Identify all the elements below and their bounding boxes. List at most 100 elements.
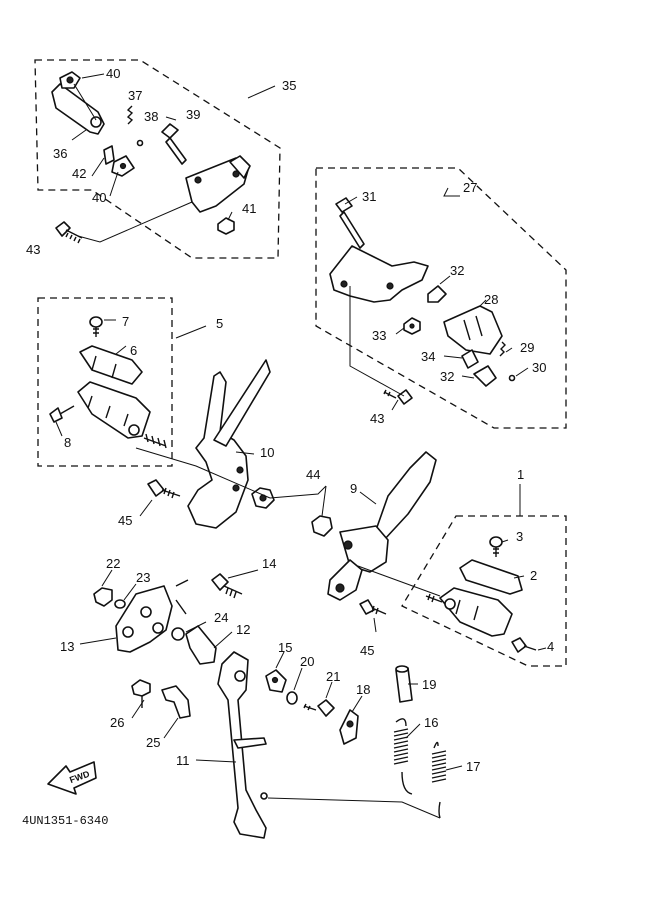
stand-parts: FWD bbox=[47, 569, 463, 839]
callout: 10 bbox=[260, 445, 274, 460]
callout: 27 bbox=[463, 180, 477, 195]
bolt-39 bbox=[161, 123, 187, 165]
pivot-bolt-12 bbox=[185, 625, 217, 665]
footrest-28 bbox=[443, 305, 503, 355]
callout: 34 bbox=[421, 349, 435, 364]
callout: 2 bbox=[530, 568, 537, 583]
ball-30 bbox=[508, 374, 516, 382]
bolt-31 bbox=[335, 197, 365, 249]
callout: 29 bbox=[520, 340, 534, 355]
callout: 26 bbox=[110, 715, 124, 730]
callout: 24 bbox=[214, 610, 228, 625]
washer-20 bbox=[286, 691, 298, 705]
footrest-cover-2 bbox=[459, 559, 523, 595]
callout: 37 bbox=[128, 88, 142, 103]
callout: 42 bbox=[72, 166, 86, 181]
callout: 8 bbox=[64, 435, 71, 450]
screw-7 bbox=[89, 316, 103, 337]
callout: 11 bbox=[176, 753, 190, 768]
callout: 5 bbox=[216, 316, 223, 331]
callout: 22 bbox=[106, 556, 120, 571]
callout: 43 bbox=[26, 242, 40, 257]
callout: 1 bbox=[517, 467, 524, 482]
callout: 35 bbox=[282, 78, 296, 93]
assembly-1-outline bbox=[401, 515, 567, 667]
callout: 4 bbox=[547, 639, 554, 654]
bolt-45-left bbox=[147, 479, 181, 499]
callout: 36 bbox=[53, 146, 67, 161]
drawing-code: 4UN1351-6340 bbox=[22, 814, 108, 828]
brake-pedal-9 bbox=[375, 451, 437, 541]
callout: 14 bbox=[262, 556, 276, 571]
footrest-body-5 bbox=[77, 381, 151, 439]
callout: 32 bbox=[440, 369, 454, 384]
nut-22 bbox=[93, 587, 113, 607]
bolt-43-right bbox=[383, 389, 413, 405]
assembly-27-group bbox=[315, 167, 567, 429]
callout: 40 bbox=[106, 66, 120, 81]
callout: 19 bbox=[422, 677, 436, 692]
assembly-35-group bbox=[34, 59, 281, 259]
fwd-arrow-icon: FWD bbox=[47, 761, 97, 795]
pin-34 bbox=[461, 349, 479, 369]
callout: 33 bbox=[372, 328, 386, 343]
bolt-43-left bbox=[55, 221, 83, 244]
callout: 17 bbox=[466, 759, 480, 774]
callout: 3 bbox=[516, 529, 523, 544]
spring-37 bbox=[126, 105, 134, 125]
step-bracket-10 bbox=[187, 371, 249, 529]
assembly-5-group bbox=[37, 297, 207, 467]
bolt-45-right bbox=[359, 599, 387, 615]
callout: 18 bbox=[356, 682, 370, 697]
washer-23 bbox=[114, 599, 126, 609]
callout: 13 bbox=[60, 639, 74, 654]
callout: 45 bbox=[118, 513, 132, 528]
callout: 12 bbox=[236, 622, 250, 637]
ball-38 bbox=[136, 139, 144, 147]
callout: 44 bbox=[306, 467, 320, 482]
callout: 23 bbox=[136, 570, 150, 585]
callout: 7 bbox=[122, 314, 129, 329]
bolt-26 bbox=[131, 679, 151, 708]
callout: 41 bbox=[242, 201, 256, 216]
nut-44-b bbox=[311, 515, 333, 537]
callout: 38 bbox=[144, 109, 158, 124]
callout: 39 bbox=[186, 107, 200, 122]
center-parts bbox=[135, 359, 441, 601]
callout: 9 bbox=[350, 481, 357, 496]
bolt-8 bbox=[49, 405, 75, 423]
screw-3 bbox=[489, 536, 503, 557]
pin-42 bbox=[103, 145, 115, 165]
callout: 6 bbox=[130, 343, 137, 358]
spring-16 bbox=[393, 718, 413, 795]
assembly-27-outline bbox=[315, 167, 567, 429]
callout: 30 bbox=[532, 360, 546, 375]
callout: 28 bbox=[484, 292, 498, 307]
callout-labels: 40 37 38 39 35 36 42 40 41 43 31 27 32 2… bbox=[26, 66, 554, 774]
callout: 20 bbox=[300, 654, 314, 669]
bolt-4 bbox=[511, 637, 537, 653]
bolt-21 bbox=[303, 699, 335, 717]
plate-32-top bbox=[427, 285, 447, 303]
washer-24 bbox=[171, 627, 185, 641]
callout: 43 bbox=[370, 411, 384, 426]
spring-17 bbox=[431, 741, 447, 819]
callout: 40 bbox=[92, 190, 106, 205]
clip-25 bbox=[161, 685, 191, 719]
callout: 15 bbox=[278, 640, 292, 655]
bracket-27 bbox=[329, 245, 429, 303]
bolt-14 bbox=[211, 573, 243, 599]
assembly-35-outline bbox=[34, 59, 281, 259]
callout: 16 bbox=[424, 715, 438, 730]
callout: 25 bbox=[146, 735, 160, 750]
spring-29 bbox=[499, 341, 506, 357]
callout: 21 bbox=[326, 669, 340, 684]
footrest-shaft bbox=[143, 433, 167, 449]
callout: 32 bbox=[450, 263, 464, 278]
callout: 31 bbox=[362, 189, 376, 204]
collar-19 bbox=[395, 667, 413, 703]
assembly-5-outline bbox=[37, 297, 173, 467]
nut-41 bbox=[217, 217, 235, 235]
callout: 45 bbox=[360, 643, 374, 658]
